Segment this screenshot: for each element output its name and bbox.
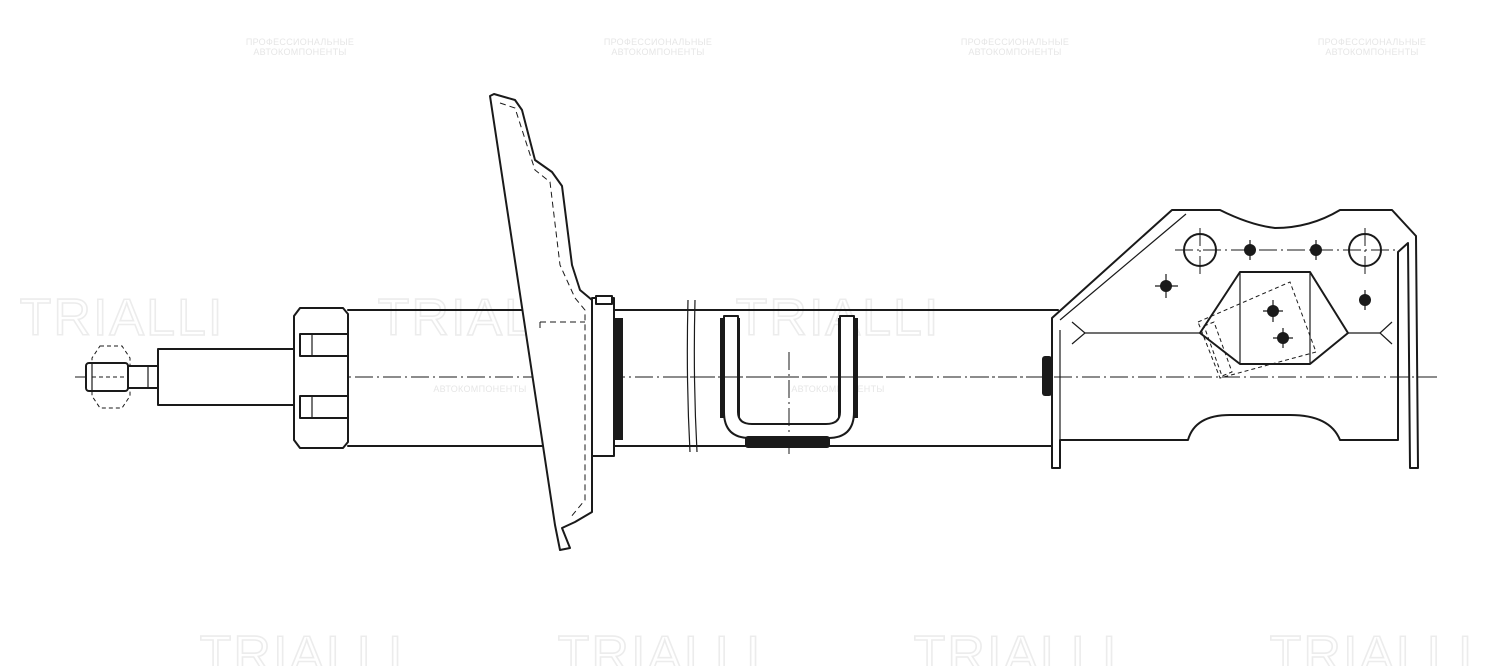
watermark-logo: TRIALLI xyxy=(20,289,225,347)
rubber-ring xyxy=(614,318,623,440)
watermark-line1: ПРОФЕССИОНАЛЬНЫЕ xyxy=(1318,37,1426,47)
main-tube xyxy=(347,299,1059,453)
spring-seat-plate xyxy=(489,93,623,551)
watermark-logo: TRIALLI xyxy=(914,626,1119,666)
watermark-line2: АВТОКОМПОНЕНТЫ xyxy=(433,384,526,394)
watermark-line1: ПРОФЕССИОНАЛЬНЫЕ xyxy=(246,37,354,47)
watermark-line2: АВТОКОМПОНЕНТЫ xyxy=(968,47,1061,57)
watermark-line2: АВТОКОМПОНЕНТЫ xyxy=(253,47,346,57)
watermark-line2: АВТОКОМПОНЕНТЫ xyxy=(791,384,884,394)
top-cap-body xyxy=(293,307,349,449)
bracket-u-clamp xyxy=(723,315,855,439)
watermark-line2: АВТОКОМПОНЕНТЫ xyxy=(611,47,704,57)
top-cap xyxy=(293,307,349,449)
break-line-left xyxy=(686,299,691,453)
watermark-line1: ПРОФЕССИОНАЛЬНЫЕ xyxy=(961,37,1069,47)
spring-seat-hidden-edge xyxy=(499,102,586,519)
cap-flat-upper xyxy=(299,333,349,357)
weld-nub xyxy=(1042,356,1052,396)
nut-phantom xyxy=(91,345,131,409)
watermark-logo: TRIALLI xyxy=(558,626,763,666)
bracket-base-pad xyxy=(745,436,830,448)
stud-collar xyxy=(127,365,159,389)
watermark-line1: ПРОФЕССИОНАЛЬНЫЕ xyxy=(604,37,712,47)
piston-rod xyxy=(157,348,296,406)
threaded-stud-with-nut xyxy=(85,345,296,409)
watermark-logo: TRIALLI xyxy=(1270,626,1475,666)
stabilizer-bracket xyxy=(668,315,900,455)
tilted-phantom-outline xyxy=(1197,281,1317,379)
spring-seat-collar xyxy=(591,297,615,457)
watermark-logo: TRIALLI xyxy=(200,626,405,666)
knuckle-mount-bracket xyxy=(1042,209,1419,469)
cap-flat-lower xyxy=(299,395,349,419)
watermark-line2: АВТОКОМПОНЕНТЫ xyxy=(1325,47,1418,57)
watermark-logo: TRIALLI xyxy=(736,289,941,347)
break-line-right xyxy=(693,299,698,453)
